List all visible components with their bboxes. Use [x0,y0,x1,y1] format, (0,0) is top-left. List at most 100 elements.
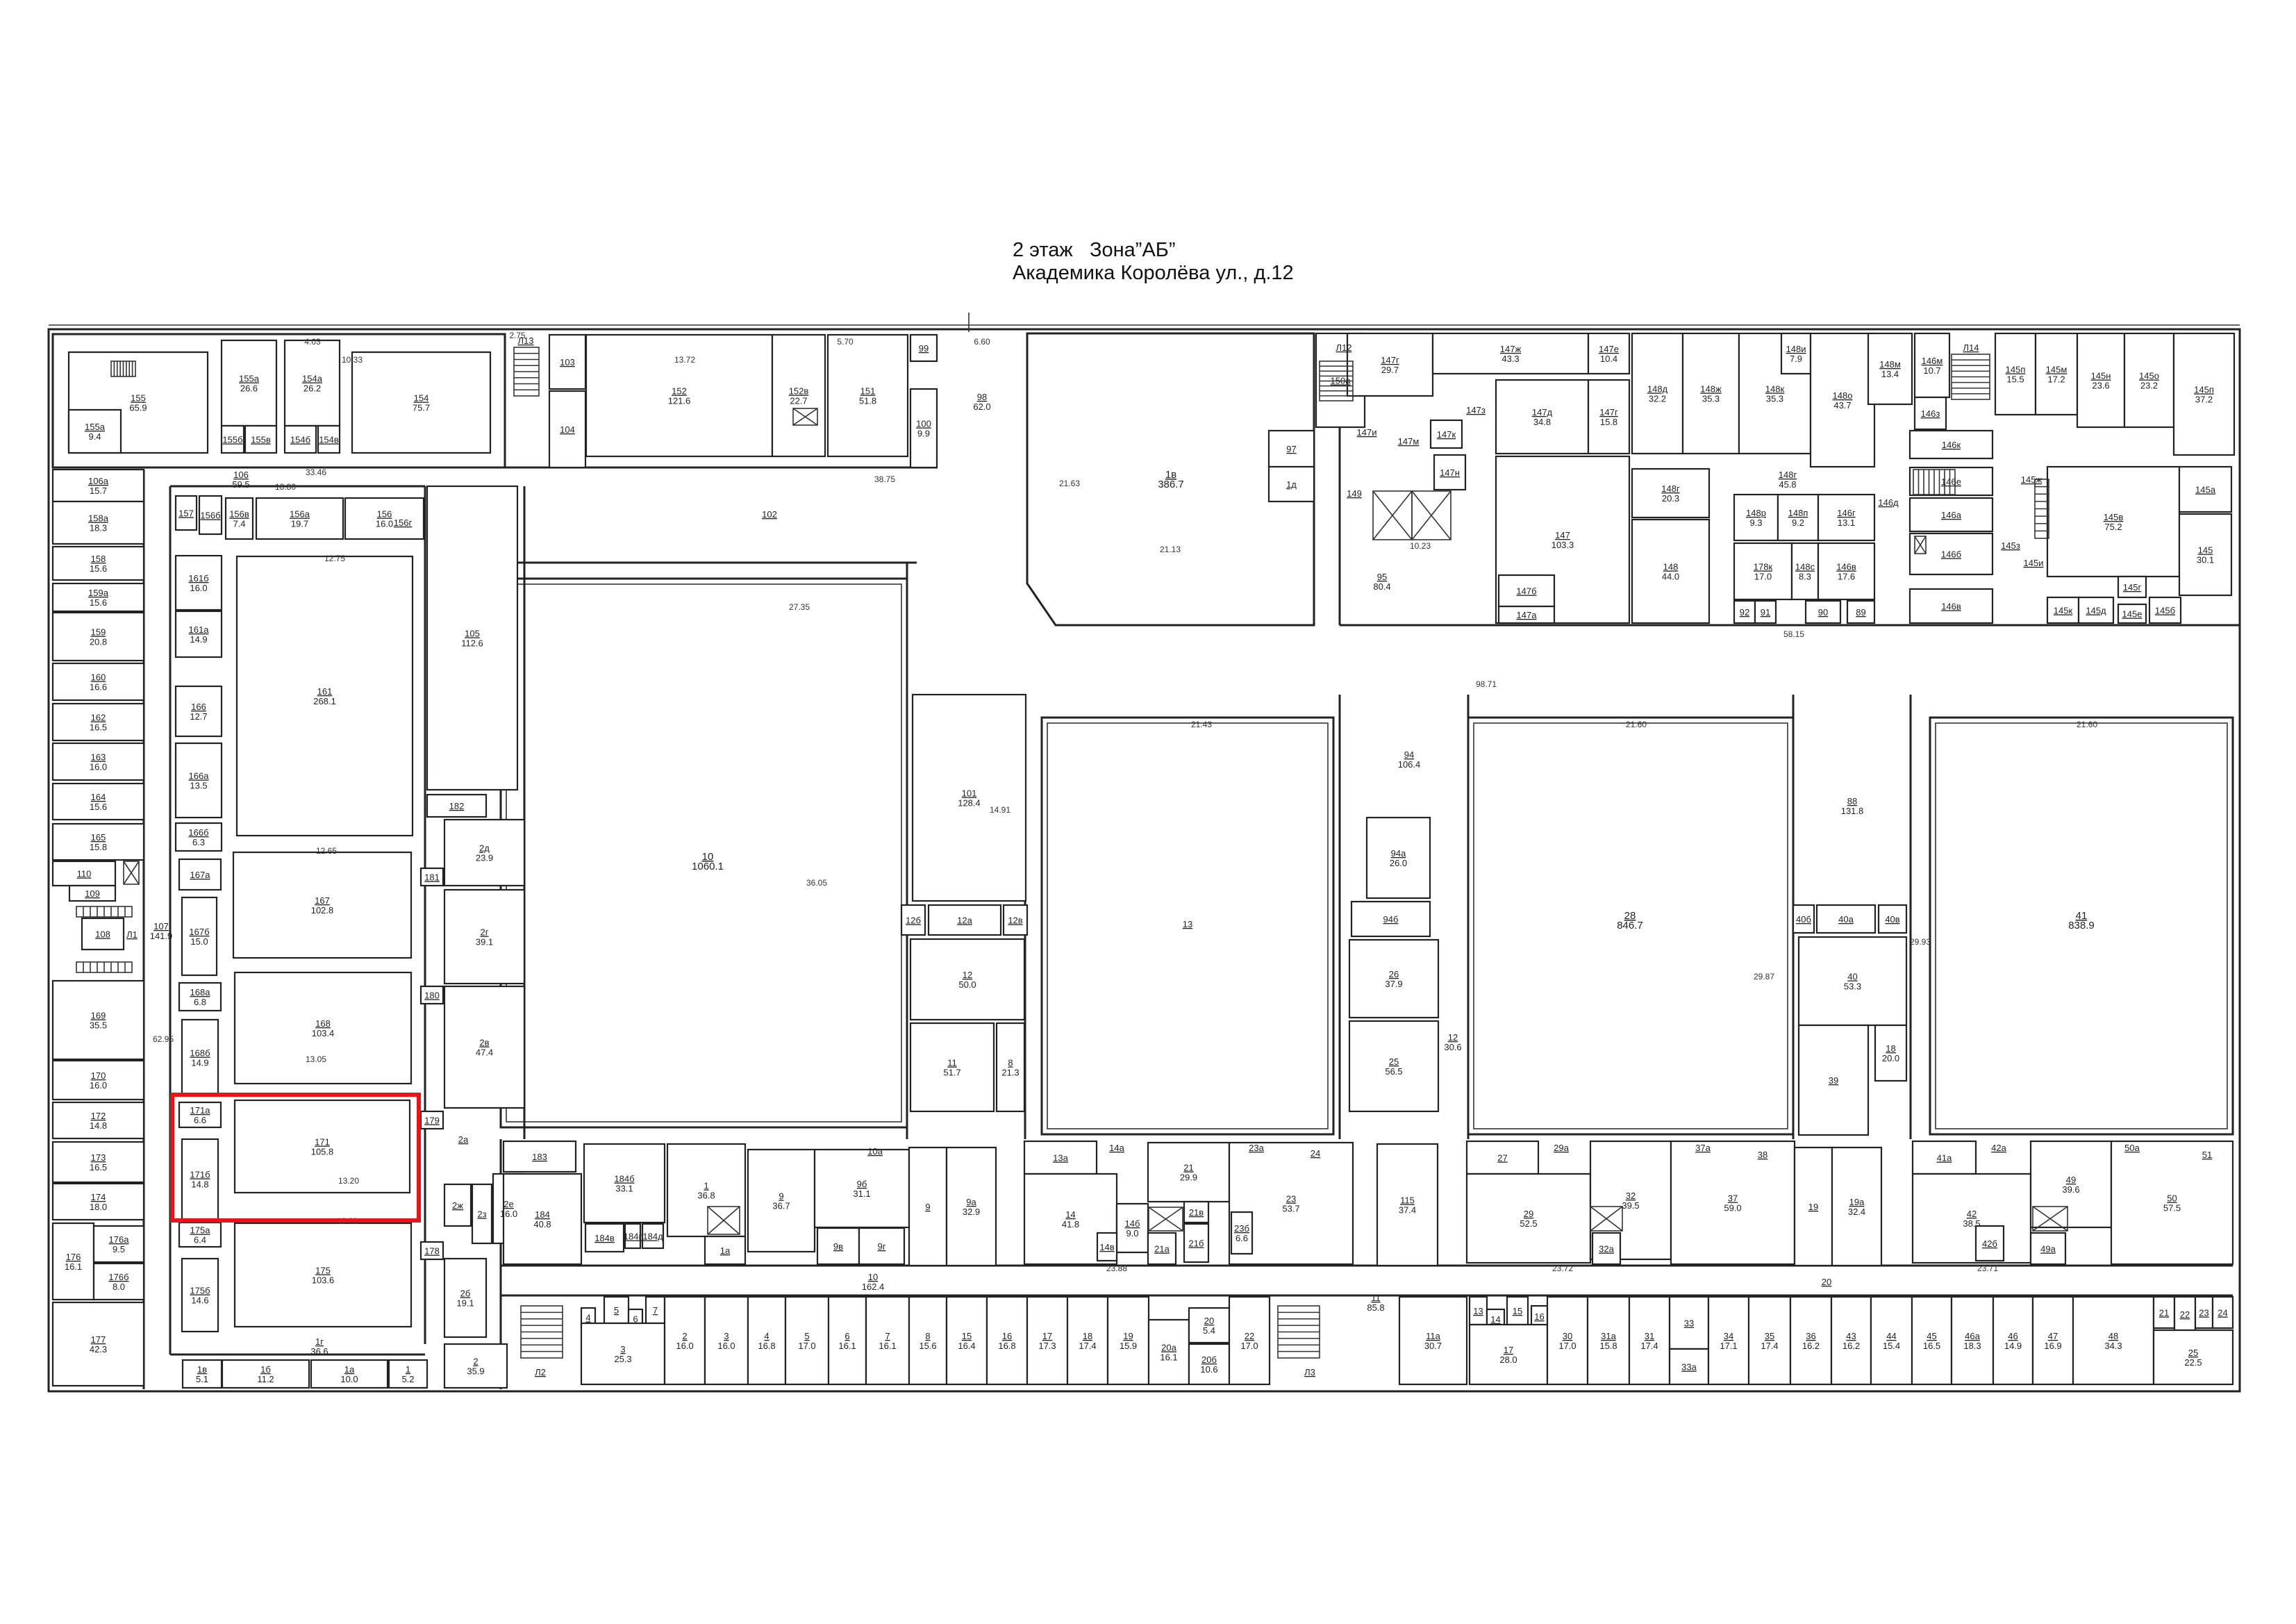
room-184г-outline[interactable] [624,1223,642,1250]
room-165-outline[interactable] [51,822,145,861]
room-2-outline[interactable] [443,1343,508,1389]
room-181-outline[interactable] [419,867,444,887]
room-176а-outline[interactable] [92,1225,145,1263]
room-41а[interactable]: 41а [1937,1153,1952,1163]
room-147м[interactable]: 147м [1398,436,1420,447]
room-156б[interactable]: 156б [200,511,220,521]
room-145-outline[interactable] [2178,513,2233,597]
room-145о-outline[interactable] [2123,332,2175,429]
room-145ж[interactable]: 145ж [2021,474,2043,485]
room-146а[interactable]: 146а [1941,510,1962,520]
room-46а-outline[interactable] [1950,1295,1995,1386]
room-176б-outline[interactable] [92,1262,145,1301]
room-14в-outline[interactable] [1096,1232,1118,1262]
room-36-outline[interactable] [1789,1295,1833,1386]
room-147д-outline[interactable] [1495,379,1590,455]
room-8[interactable]: 821.3 [1001,1058,1019,1078]
room-182-outline[interactable] [426,793,488,818]
room-109[interactable]: 109 [85,888,100,899]
room-101-outline[interactable] [911,693,1027,902]
room-22-outline[interactable] [2173,1295,2197,1333]
room-166-outline[interactable] [174,685,223,738]
room-Л12[interactable]: Л12 [1336,342,1352,353]
room-2[interactable]: 235.9 [467,1357,484,1377]
room-15-outline[interactable] [945,1295,988,1386]
room-33а[interactable]: 33а [1681,1362,1697,1373]
room-145п-outline[interactable] [1994,332,2037,416]
room-160-outline[interactable] [51,662,145,702]
room-22[interactable]: 22 [2180,1309,2190,1320]
room-29а[interactable]: 29а [1554,1143,1569,1153]
room-148д-outline[interactable] [1631,332,1684,455]
room-146к-outline[interactable] [1908,429,1994,460]
room-40в-outline[interactable] [1877,904,1908,934]
room-97[interactable]: 97 [1286,444,1296,454]
room-146в[interactable]: 146в [1941,602,1961,612]
room-2[interactable]: 216.0 [676,1331,693,1351]
room-21в-outline[interactable] [1183,1200,1210,1224]
room-1-outline[interactable] [388,1359,429,1389]
room-Л2[interactable]: Л2 [535,1367,546,1377]
room-8-outline[interactable] [995,1022,1026,1113]
room-146з[interactable]: 146з [1921,408,1940,419]
room-23-outline[interactable] [2194,1295,2214,1329]
room-42б-outline[interactable] [1974,1225,2005,1262]
room-21б-outline[interactable] [1183,1223,1210,1263]
room-154б-outline[interactable] [283,424,317,454]
room-146д[interactable]: 146д [1878,497,1899,508]
room-166б-outline[interactable] [174,822,223,852]
room-156в-outline[interactable] [224,497,254,540]
room-13[interactable]: 13 [1473,1306,1483,1316]
room-23б-outline[interactable] [1230,1211,1254,1255]
room-161-outline[interactable] [235,555,414,837]
room-4-outline[interactable] [747,1295,787,1386]
room-12в[interactable]: 12в [1008,915,1022,926]
room-21в[interactable]: 21в [1189,1207,1204,1218]
room-39-outline[interactable] [1797,1024,1870,1136]
room-13-outline[interactable] [1468,1295,1488,1326]
room-Л1[interactable]: Л1 [126,929,138,940]
room-145а[interactable]: 145а [2195,485,2216,495]
room-13а[interactable]: 13а [1053,1153,1068,1163]
room-11-outline[interactable] [909,1022,995,1113]
room-21б[interactable]: 21б [1189,1238,1204,1249]
room-147а-outline[interactable] [1497,605,1556,624]
room-145в-outline[interactable] [2046,465,2181,578]
room-6[interactable]: 6 [633,1314,638,1325]
room-40в[interactable]: 40в [1885,914,1899,925]
room-2г-outline[interactable] [443,888,526,985]
room-34-outline[interactable] [1707,1295,1750,1386]
